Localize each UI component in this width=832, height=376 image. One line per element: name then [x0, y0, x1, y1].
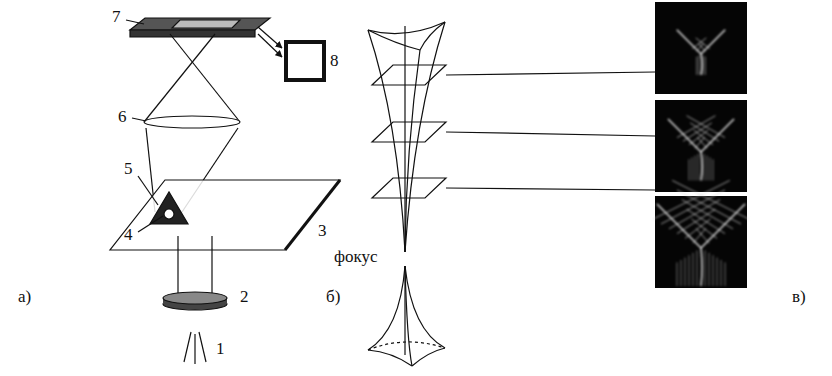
camera-front	[130, 30, 255, 37]
caustic-edge	[405, 266, 445, 348]
setup-a	[110, 18, 340, 364]
leader-line	[126, 20, 144, 24]
leader-line	[446, 188, 655, 190]
disk	[163, 292, 227, 304]
caustic-edge	[405, 22, 445, 252]
signal-arrow	[258, 34, 282, 57]
caustic-image	[655, 196, 747, 288]
caustic-pattern	[677, 30, 725, 75]
source-ray	[199, 332, 206, 362]
caustic-edge	[405, 266, 412, 366]
caustic-edge-hidden	[368, 342, 445, 350]
leader-line	[132, 118, 146, 121]
leader-line	[446, 72, 655, 75]
callout-number: 8	[330, 52, 339, 71]
caustic-b	[368, 22, 655, 366]
callout-number: 3	[318, 222, 327, 241]
caustic-pattern	[653, 180, 749, 286]
annotation: фокус	[334, 248, 378, 267]
caustic-edge	[420, 22, 445, 50]
source-ray	[184, 332, 191, 362]
callout-number: 1	[216, 340, 225, 359]
caustic-edge	[368, 350, 412, 366]
beam	[177, 248, 178, 296]
caustic-image	[655, 2, 747, 94]
plate	[110, 180, 340, 250]
callout-number: 7	[112, 8, 121, 27]
leader-line	[138, 176, 158, 205]
camera-sensor	[172, 20, 240, 28]
section-plane	[372, 178, 446, 198]
beam	[177, 236, 178, 250]
caustic-edge	[368, 30, 420, 50]
caustic-edge	[368, 266, 405, 350]
plate-edge	[285, 180, 340, 250]
beam	[211, 236, 212, 250]
monitor	[286, 42, 324, 80]
caustic-edge	[405, 50, 420, 252]
leader-line	[138, 216, 163, 232]
ray	[170, 34, 240, 122]
caustic-images	[653, 2, 749, 288]
section-plane	[372, 122, 446, 142]
panel-label: б)	[326, 288, 340, 307]
beam	[211, 248, 212, 296]
section-plane	[372, 65, 446, 85]
camera-body	[130, 18, 270, 30]
prism	[150, 192, 188, 224]
callout-number: 6	[118, 108, 127, 127]
panel-label: в)	[792, 288, 806, 307]
source-ray	[194, 334, 195, 364]
callout-number: 2	[240, 288, 249, 307]
caustic-image	[655, 100, 747, 192]
panel-label: а)	[18, 288, 31, 307]
caustic-edge	[412, 348, 445, 366]
leader-line	[446, 132, 655, 136]
callout-number: 4	[124, 226, 133, 245]
caustic-pattern	[668, 116, 734, 181]
callout-number: 5	[124, 160, 133, 179]
lens	[144, 116, 240, 128]
droplet	[164, 209, 174, 219]
